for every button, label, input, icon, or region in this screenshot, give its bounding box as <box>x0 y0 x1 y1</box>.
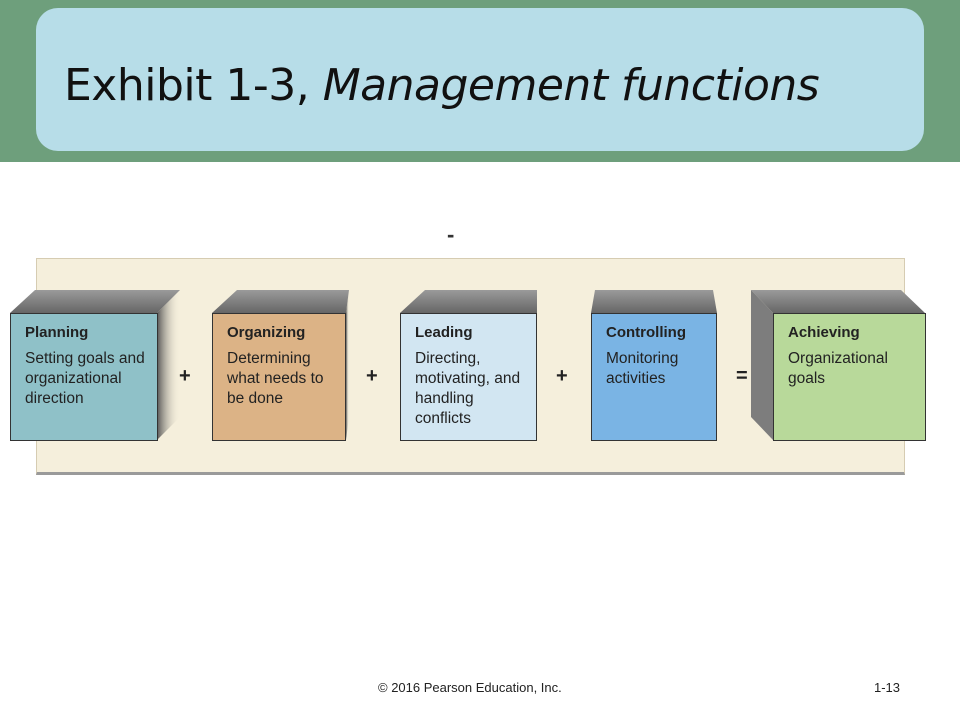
function-description: Organizational goals <box>788 350 888 387</box>
function-name: Controlling <box>606 324 686 341</box>
function-face: Achieving Organizational goals <box>773 313 926 441</box>
copyright-footer: © 2016 Pearson Education, Inc. <box>378 680 562 695</box>
box-shadow <box>751 290 925 440</box>
function-description: Monitoring activities <box>606 350 679 387</box>
function-face: Leading Directing, motivating, and handl… <box>400 313 537 441</box>
function-name: Leading <box>415 324 473 341</box>
function-name: Organizing <box>227 324 306 341</box>
function-description: Determining what needs to be done <box>227 350 324 407</box>
box-shadow <box>10 290 180 440</box>
function-description: Directing, motivating, and handling conf… <box>415 350 521 427</box>
slide-title: Exhibit 1-3, Management functions <box>64 60 820 111</box>
function-face: Planning Setting goals and organizationa… <box>10 313 158 441</box>
box-shadow <box>212 290 349 440</box>
dash-mark: - <box>447 222 455 247</box>
plus-operator: + <box>556 365 568 387</box>
plus-operator: + <box>366 365 378 387</box>
equals-operator: = <box>736 365 748 387</box>
function-face: Controlling Monitoring activities <box>591 313 717 441</box>
box-shadow <box>400 290 537 313</box>
title-box <box>36 8 924 151</box>
box-shadow <box>591 290 717 313</box>
page-number: 1-13 <box>874 680 901 695</box>
function-face: Organizing Determining what needs to be … <box>212 313 346 441</box>
function-description: Setting goals and organizational directi… <box>25 350 145 407</box>
function-name: Achieving <box>788 324 860 341</box>
function-name: Planning <box>25 324 89 341</box>
plus-operator: + <box>179 365 191 387</box>
